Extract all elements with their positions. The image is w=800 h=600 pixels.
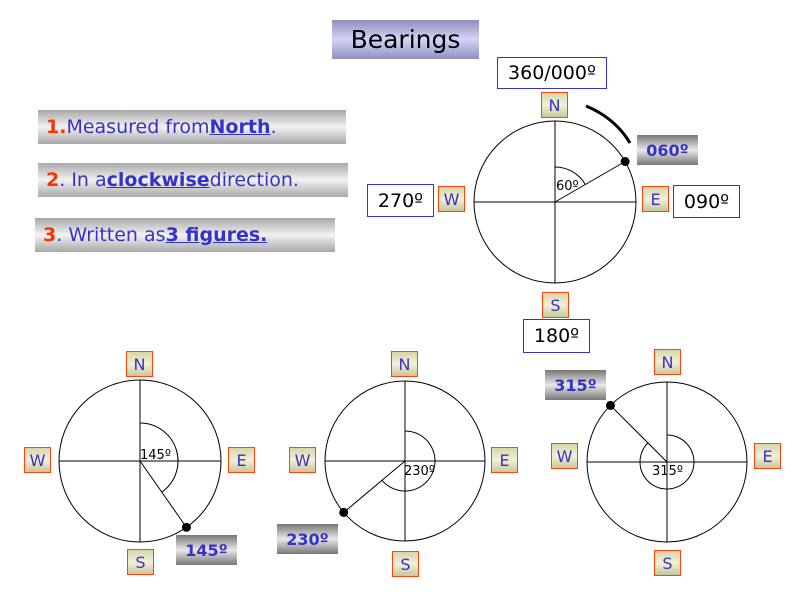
compass-s: S [127, 549, 154, 575]
rule-3: 3. Written as 3 figures. [35, 218, 335, 252]
west-bearing-label: 270º [367, 184, 434, 217]
compass-e: E [228, 447, 255, 473]
example-3-bearing-label: 315º [545, 370, 606, 400]
bearing-point [339, 507, 349, 517]
rule-text: . In a [59, 169, 107, 191]
angle-arc [639, 434, 695, 490]
north-bearing-label: 360/000º [497, 57, 607, 89]
compass-n: N [126, 351, 153, 377]
angle-arc [381, 430, 436, 492]
compass-n: N [391, 351, 418, 377]
compass-s: S [542, 292, 569, 318]
angle-label: 145º [140, 448, 171, 463]
bearing-line [554, 161, 626, 203]
compass-n: N [541, 92, 568, 118]
example-1-bearing-label: 145º [176, 535, 237, 565]
angle-arc [554, 166, 586, 185]
compass-s: S [392, 551, 419, 577]
bearing-point [181, 522, 191, 532]
rule-1: 1. Measured from North. [38, 110, 346, 144]
rule-emphasis: clockwise [106, 169, 210, 191]
bearing-point [620, 157, 630, 166]
bearing-line [139, 460, 187, 528]
compass-n: N [654, 349, 681, 375]
rule-number: 1 [46, 116, 60, 138]
angle-label: 60º [556, 179, 579, 194]
rule-emphasis: 3 figures. [165, 224, 268, 246]
rule-number: 3 [43, 224, 57, 246]
rule-emphasis: North [209, 116, 271, 138]
rule-number: 2 [46, 169, 60, 191]
rule-2: 2. In a clockwise direction. [38, 163, 348, 197]
bearing-point [605, 400, 615, 410]
rule-text: Measured from [66, 116, 210, 138]
east-bearing-label: 090º [673, 185, 740, 218]
example-2-bearing-label: 230º [277, 524, 338, 554]
bearing-line [343, 460, 406, 513]
angle-label: 315º [652, 464, 683, 479]
compass-e: E [754, 443, 781, 469]
bearing-line [610, 405, 668, 463]
compass-e: E [642, 186, 669, 212]
rule-text-end: . [270, 116, 277, 138]
rule-text: . Written as [56, 224, 166, 246]
rule-text-end: direction. [209, 169, 299, 191]
compass-s: S [654, 550, 681, 576]
slide-title: Bearings [332, 20, 479, 59]
clockwise-arrow-arc [585, 104, 632, 144]
main-bearing-label: 060º [637, 135, 698, 165]
angle-arc [139, 422, 179, 493]
south-bearing-label: 180º [523, 319, 590, 353]
angle-label: 230º [404, 464, 435, 479]
compass-w: W [289, 447, 316, 473]
compass-w: W [551, 443, 578, 469]
compass-e: E [491, 447, 518, 473]
compass-w: W [438, 186, 465, 212]
compass-w: W [24, 447, 51, 473]
